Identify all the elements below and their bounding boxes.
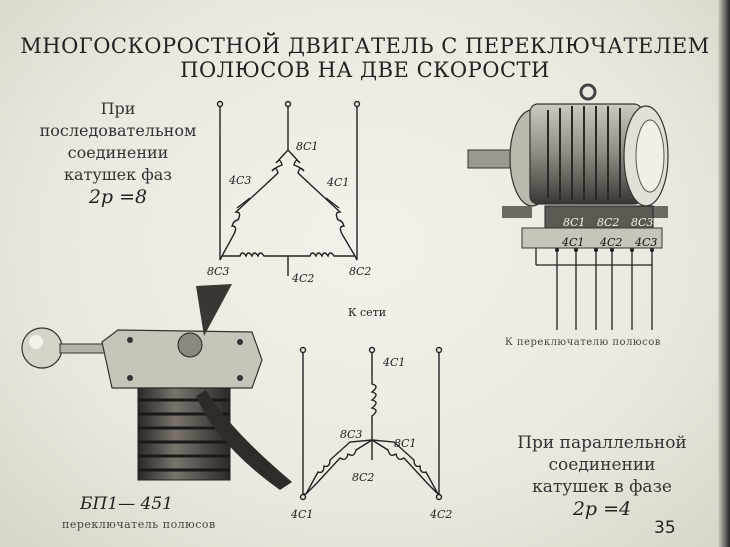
title-line-1: МНОГОСКОРОСТНОЙ ДВИГАТЕЛЬ С ПЕРЕКЛЮЧАТЕЛ… — [20, 34, 710, 58]
series-caption-line: При — [100, 99, 136, 118]
terminal-icon — [284, 100, 292, 108]
terminal-icon — [435, 346, 443, 354]
to-switch-label: К переключателю полюсов — [505, 337, 661, 348]
switch-model: БП1— 451 — [80, 494, 173, 514]
delta-label-left: 4С3 — [228, 174, 251, 187]
parallel-caption-line: соединении — [548, 455, 656, 475]
title-line-2: ПОЛЮСОВ НА ДВЕ СКОРОСТИ — [180, 58, 550, 82]
motor-terminal-4c2: 4С2 — [599, 236, 622, 249]
terminal-icon — [216, 100, 224, 108]
parallel-caption-line: При параллельной — [517, 433, 687, 453]
motor-terminal-8c1: 8С1 — [563, 216, 585, 229]
terminal-icon — [299, 346, 307, 354]
motor-terminal-8c2: 8С2 — [597, 216, 619, 229]
series-caption: При последовательном соединении катушек … — [38, 98, 198, 208]
pole-switch-illustration — [21, 284, 292, 490]
star-label-top: 4С1 — [382, 356, 405, 369]
motor-terminal-4c3: 4С3 — [634, 236, 657, 249]
terminal-icon — [368, 346, 376, 354]
parallel-pole-formula: 2р =4 — [572, 498, 632, 520]
switch-name: переключатель полюсов — [62, 518, 216, 531]
series-caption-line: последовательном — [39, 121, 197, 140]
motor-illustration — [467, 83, 669, 330]
delta-label-bottom-mid: 4С2 — [291, 272, 314, 285]
parallel-caption: При параллельной соединении катушек в фа… — [510, 432, 694, 520]
star-label-right: 8С1 — [394, 437, 416, 450]
motor-terminal-4c1: 4С1 — [561, 236, 584, 249]
star-label-mid: 8С2 — [352, 471, 374, 484]
page-number: 35 — [654, 518, 676, 538]
star-label-bottom-left: 4С1 — [290, 508, 313, 521]
series-caption-line: соединении — [67, 143, 169, 162]
series-caption-line: катушек фаз — [63, 165, 173, 184]
series-pole-formula: 2р =8 — [88, 186, 148, 208]
delta-diagram — [216, 100, 361, 276]
star-label-left: 8С3 — [340, 428, 362, 441]
parallel-caption-line: катушек в фазе — [532, 477, 672, 497]
motor-terminal-8c3: 8С3 — [631, 216, 653, 229]
delta-label-bottom-right: 8С2 — [349, 265, 371, 278]
delta-label-bottom-left: 8С3 — [207, 265, 229, 278]
star-label-bottom-right: 4С2 — [429, 508, 452, 521]
to-network-label: К сети — [348, 306, 386, 319]
delta-label-top: 8С1 — [296, 140, 318, 153]
frame-edge — [718, 0, 730, 547]
terminal-icon — [435, 493, 443, 501]
terminal-icon — [353, 100, 361, 108]
terminal-icon — [299, 493, 307, 501]
star-diagram — [299, 346, 443, 501]
delta-label-right: 4С1 — [326, 176, 349, 189]
